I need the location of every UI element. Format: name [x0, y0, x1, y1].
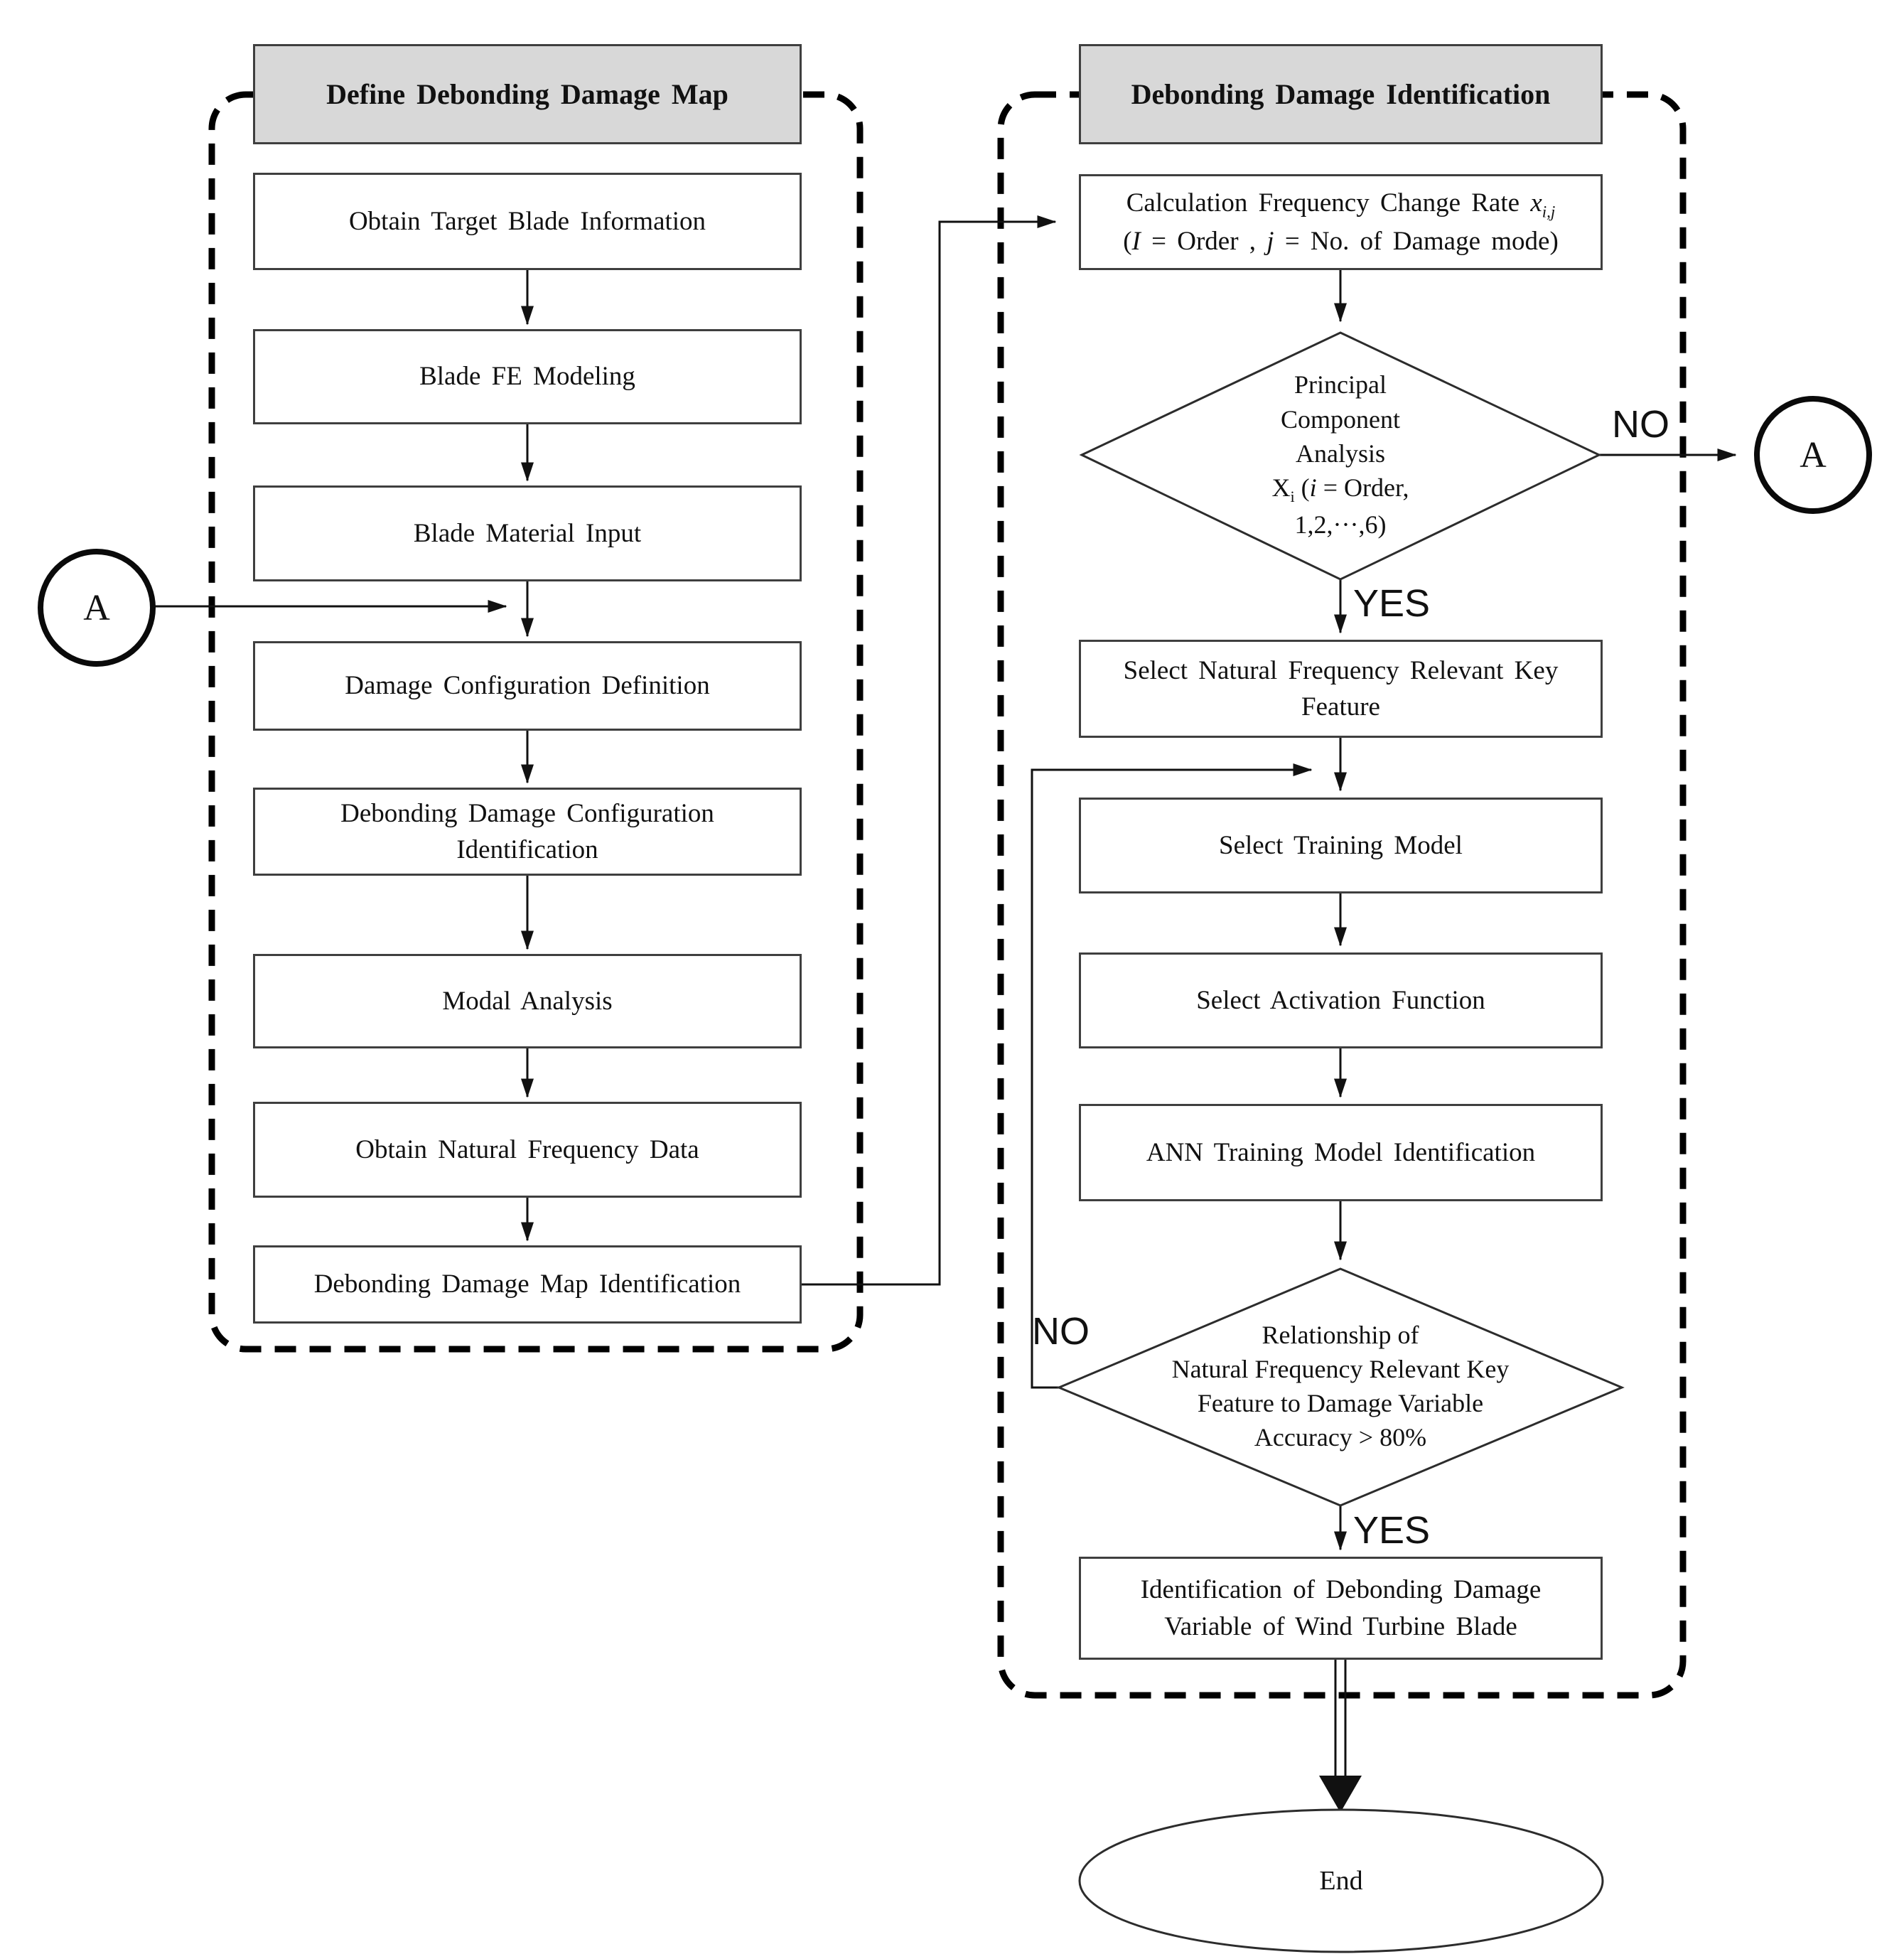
step-blade-fe-modeling: Blade FE Modeling [253, 329, 802, 424]
step-blade-material-input: Blade Material Input [253, 485, 802, 581]
relationship-diamond-text: Relationship of Natural Frequency Releva… [1113, 1279, 1568, 1493]
calc-line1-var: x [1530, 188, 1542, 218]
pca-paren: ( [1294, 473, 1310, 503]
pca-diamond-text: Principal Component Analysis Xi (i = Ord… [1191, 341, 1490, 569]
calc-line2-var-i: I [1131, 226, 1141, 256]
step-select-natural-frequency-key-feature: Select Natural Frequency Relevant Key Fe… [1079, 640, 1603, 738]
connector-a-left-label: A [83, 587, 110, 628]
step-calculation-frequency-change-rate: Calculation Frequency Change Rate xi,j (… [1079, 174, 1603, 270]
yes-label-relationship: YES [1353, 1509, 1431, 1552]
pca-subscript-i: i [1290, 488, 1295, 506]
step-select-activation-function: Select Activation Function [1079, 952, 1603, 1048]
step-modal-analysis: Modal Analysis [253, 954, 802, 1048]
end-terminator-label: End [1319, 1866, 1363, 1896]
right-phase-border [997, 91, 1687, 1699]
calc-line2-order: = Order , [1140, 226, 1267, 256]
step-identification-of-debonding-damage-variable: Identification of Debonding Damage Varia… [1079, 1557, 1603, 1660]
right-phase-title: Debonding Damage Identification [1079, 44, 1603, 144]
connector-a-right-circle [1754, 396, 1872, 514]
step-debonding-damage-map-identification: Debonding Damage Map Identification [253, 1245, 802, 1324]
step-debonding-damage-configuration-identification: Debonding Damage Configuration Identific… [253, 788, 802, 876]
pca-line3: Analysis [1296, 439, 1385, 468]
pca-decision-diamond [1079, 331, 1602, 581]
calc-line2-paren: ( [1123, 226, 1132, 256]
pca-line1: Principal [1294, 370, 1387, 399]
no-label-pca: NO [1612, 403, 1669, 446]
no-label-relationship: NO [1032, 1310, 1090, 1353]
relationship-line3: Feature to Damage Variable [1197, 1389, 1484, 1417]
relationship-decision-diamond [1056, 1267, 1625, 1507]
pca-var-i: i [1309, 473, 1317, 503]
calc-line1-subscript: i,j [1542, 203, 1556, 221]
pca-order-text: = Order, [1316, 473, 1409, 503]
connector-a-right-label: A [1800, 434, 1827, 476]
step-obtain-natural-frequency-data: Obtain Natural Frequency Data [253, 1102, 802, 1198]
step-select-training-model: Select Training Model [1079, 798, 1603, 893]
end-terminator-shape [1078, 1808, 1604, 1953]
calc-line2-var-j: j [1266, 226, 1274, 256]
step-ann-training-model-identification: ANN Training Model Identification [1079, 1104, 1603, 1201]
step-damage-configuration-definition: Damage Configuration Definition [253, 641, 802, 731]
pca-line2: Component [1281, 404, 1400, 434]
relationship-line4: Accuracy > 80% [1254, 1423, 1427, 1452]
yes-label-pca: YES [1353, 582, 1431, 625]
step-obtain-target-blade-information: Obtain Target Blade Information [253, 173, 802, 270]
pca-line5: 1,2,···,6) [1294, 510, 1387, 540]
calc-line2-rest: = No. of Damage mode) [1274, 226, 1559, 256]
relationship-line2: Natural Frequency Relevant Key [1171, 1354, 1510, 1383]
relationship-line1: Relationship of [1262, 1320, 1419, 1349]
left-phase-title: Define Debonding Damage Map [253, 44, 802, 144]
calc-box-line2: (I = Order , j = No. of Damage mode) [1123, 223, 1559, 259]
pca-line4: Xi (i = Order, [1271, 471, 1409, 508]
connector-a-left-circle [38, 549, 156, 667]
calc-line1-text: Calculation Frequency Change Rate [1126, 188, 1531, 218]
calc-box-line1: Calculation Frequency Change Rate xi,j [1126, 185, 1555, 223]
pca-var-x: X [1271, 473, 1291, 503]
